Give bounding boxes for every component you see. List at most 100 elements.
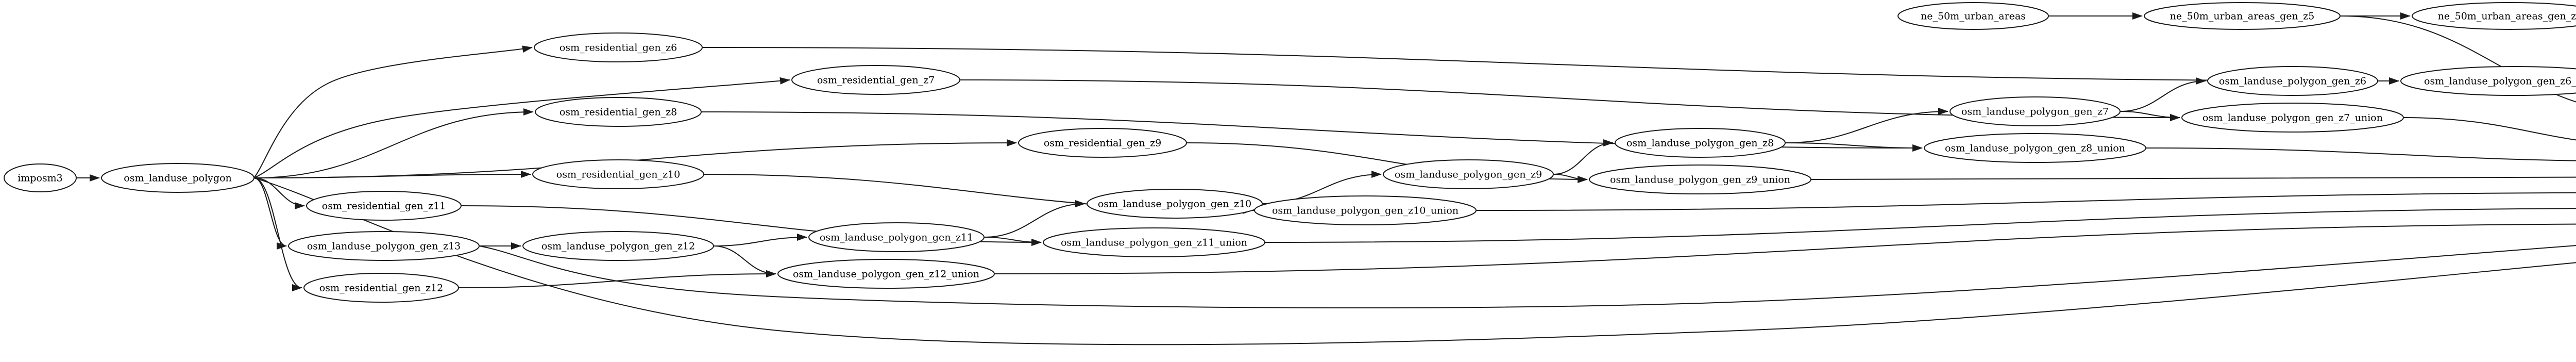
node-osm_landuse_polygon_gen_z6: osm_landuse_polygon_gen_z6 — [2207, 66, 2378, 96]
edge-osm_landuse_polygon_gen_z10_union-to-layer_landuse-z10 — [1476, 192, 2576, 211]
node-label: ne_50m_urban_areas_gen_z5 — [2170, 11, 2315, 22]
edge-osm_landuse_polygon_gen_z8_union-to-layer_landuse-z8 — [2145, 147, 2576, 161]
table-ellipse — [1589, 164, 1811, 194]
edge-osm_landuse_polygon_gen_z12-to-osm_landuse_polygon_gen_z12_union — [713, 245, 776, 277]
node-label: osm_landuse_polygon_gen_z12_union — [793, 269, 979, 280]
table-ellipse — [288, 231, 480, 261]
node-osm_landuse_polygon_gen_z7_union: osm_landuse_polygon_gen_z7_union — [2181, 103, 2404, 133]
table-ellipse — [522, 231, 714, 261]
node-label: osm_landuse_polygon_gen_z13 — [307, 241, 461, 252]
node-osm_landuse_polygon_gen_z10: osm_landuse_polygon_gen_z10 — [1087, 189, 1263, 219]
node-label: osm_residential_gen_z7 — [817, 75, 935, 86]
node-ne_50m_urban_areas: ne_50m_urban_areas — [1897, 2, 2049, 30]
table-ellipse — [2412, 2, 2576, 30]
node-label: imposm3 — [18, 173, 63, 184]
node-osm_landuse_polygon_gen_z10_union: osm_landuse_polygon_gen_z10_union — [1254, 195, 1477, 225]
edge-osm_landuse_polygon_gen_z11_union-to-layer_landuse-z11 — [1264, 208, 2576, 243]
node-label: osm_landuse_polygon_gen_z11_union — [1061, 237, 1247, 249]
edge-osm_landuse_polygon_gen_z11-to-osm_landuse_polygon_gen_z10 — [984, 200, 1086, 238]
node-osm_landuse_polygon_gen_z9_union: osm_landuse_polygon_gen_z9_union — [1589, 164, 1811, 194]
node-label: osm_landuse_polygon_gen_z10_union — [1272, 205, 1459, 217]
table-ellipse — [1383, 159, 1554, 189]
node-osm_residential_gen_z7: osm_residential_gen_z7 — [791, 65, 960, 95]
edge-osm_landuse_polygon_gen_z12_union-to-layer_landuse-z12 — [994, 223, 2576, 274]
node-osm_landuse_polygon_gen_z13: osm_landuse_polygon_gen_z13 — [288, 231, 480, 261]
edge-osm_landuse_polygon_gen_z9-to-osm_landuse_polygon_gen_z8 — [1553, 139, 1614, 175]
table-ellipse — [1087, 189, 1263, 219]
table-ellipse — [1924, 133, 2146, 163]
node-label: osm_landuse_polygon_gen_z7_union — [2202, 112, 2383, 124]
node-label: osm_residential_gen_z6 — [560, 42, 677, 54]
node-label: osm_landuse_polygon_gen_z9_union — [1610, 174, 1790, 186]
edge-osm_residential_gen_z6-to-osm_landuse_polygon_gen_z6_union — [702, 47, 2399, 85]
table-ellipse — [303, 273, 459, 303]
edge-osm_residential_gen_z12-to-osm_landuse_polygon_gen_z12_union — [458, 270, 776, 288]
edge-osm_landuse_polygon-to-layer_landuse-z14+ — [253, 177, 2576, 345]
table-ellipse — [1018, 128, 1187, 158]
node-label: osm_landuse_polygon_gen_z10 — [1098, 199, 1251, 210]
node-label: ne_50m_urban_areas — [1921, 11, 2026, 22]
node-osm_residential_gen_z9: osm_residential_gen_z9 — [1018, 128, 1187, 158]
table-ellipse — [1254, 195, 1477, 225]
node-osm_landuse_polygon_gen_z8_union: osm_landuse_polygon_gen_z8_union — [1924, 133, 2146, 163]
node-osm_residential_gen_z8: osm_residential_gen_z8 — [535, 97, 702, 127]
node-osm_landuse_polygon_gen_z11_union: osm_landuse_polygon_gen_z11_union — [1043, 227, 1265, 257]
node-label: osm_landuse_polygon_gen_z6_union — [2424, 76, 2576, 87]
edge-osm_landuse_polygon_gen_z9_union-to-layer_landuse-z9 — [1810, 176, 2576, 180]
table-ellipse — [532, 159, 704, 189]
table-ellipse — [791, 65, 960, 95]
edge-ne_50m_urban_areas_gen_z5-to-layer_landuse-z5 — [2340, 15, 2576, 103]
edge-osm_landuse_polygon_gen_z7-to-osm_landuse_polygon_gen_z7_union — [2120, 111, 2180, 121]
node-label: osm_landuse_polygon_gen_z6 — [2219, 76, 2366, 87]
table-ellipse — [1950, 96, 2121, 126]
node-label: osm_residential_gen_z11 — [322, 201, 446, 212]
edge-osm_landuse_polygon_gen_z13-to-layer_landuse-z13 — [479, 245, 2576, 308]
node-osm_residential_gen_z10: osm_residential_gen_z10 — [532, 159, 704, 189]
node-imposm3: imposm3 — [4, 163, 77, 192]
table-ellipse — [777, 259, 995, 289]
table-ellipse — [2400, 66, 2576, 96]
node-osm_residential_gen_z12: osm_residential_gen_z12 — [303, 273, 459, 303]
node-osm_landuse_polygon_gen_z12_union: osm_landuse_polygon_gen_z12_union — [777, 259, 995, 289]
table-ellipse — [2181, 103, 2404, 133]
node-ne_50m_urban_areas_gen_z4: ne_50m_urban_areas_gen_z4 — [2412, 2, 2576, 30]
table-ellipse — [2207, 66, 2378, 96]
node-label: osm_residential_gen_z10 — [556, 169, 680, 180]
edges-layer — [76, 12, 2576, 345]
table-ellipse — [306, 191, 462, 221]
edge-osm_landuse_polygon_gen_z8-to-osm_landuse_polygon_gen_z7 — [1785, 108, 1948, 143]
table-ellipse — [1615, 128, 1786, 158]
edge-osm_landuse_polygon-to-osm_landuse_polygon_gen_z13 — [253, 177, 287, 250]
node-osm_landuse_polygon_gen_z12: osm_landuse_polygon_gen_z12 — [522, 231, 714, 261]
node-osm_residential_gen_z11: osm_residential_gen_z11 — [306, 191, 462, 221]
table-ellipse — [534, 32, 703, 62]
table-ellipse — [808, 222, 985, 252]
table-ellipse — [101, 163, 255, 193]
node-osm_landuse_polygon: osm_landuse_polygon — [101, 163, 255, 193]
table-ellipse — [4, 163, 77, 192]
table-ellipse — [535, 97, 702, 127]
table-ellipse — [1043, 227, 1265, 257]
edge-osm_landuse_polygon_gen_z7_union-to-layer_landuse-z7 — [2403, 117, 2576, 141]
node-osm_landuse_polygon_gen_z7: osm_landuse_polygon_gen_z7 — [1950, 96, 2121, 126]
table-ellipse — [1897, 2, 2049, 30]
edge-osm_landuse_polygon_gen_z12-to-osm_landuse_polygon_gen_z11 — [713, 234, 807, 246]
node-label: osm_residential_gen_z12 — [319, 283, 443, 294]
table-ellipse — [2144, 2, 2341, 30]
edge-osm_landuse_polygon-to-osm_residential_gen_z7 — [253, 77, 790, 178]
node-label: osm_landuse_polygon_gen_z12 — [541, 241, 695, 252]
node-osm_landuse_polygon_gen_z11: osm_landuse_polygon_gen_z11 — [808, 222, 985, 252]
node-osm_landuse_polygon_gen_z9: osm_landuse_polygon_gen_z9 — [1383, 159, 1554, 189]
node-label: osm_landuse_polygon_gen_z11 — [820, 232, 973, 243]
node-label: osm_residential_gen_z9 — [1044, 138, 1161, 149]
node-label: osm_landuse_polygon_gen_z7 — [1961, 106, 2109, 118]
edge-osm_landuse_polygon-to-osm_residential_gen_z12 — [253, 177, 302, 291]
node-label: osm_landuse_polygon_gen_z8 — [1626, 138, 1774, 149]
node-label: osm_landuse_polygon_gen_z9 — [1395, 169, 1542, 180]
node-label: osm_landuse_polygon_gen_z8_union — [1945, 143, 2125, 154]
node-osm_residential_gen_z6: osm_residential_gen_z6 — [534, 32, 703, 62]
edge-osm_landuse_polygon-to-osm_residential_gen_z11 — [253, 177, 305, 209]
edge-osm_landuse_polygon-to-osm_residential_gen_z10 — [253, 171, 531, 178]
node-ne_50m_urban_areas_gen_z5: ne_50m_urban_areas_gen_z5 — [2144, 2, 2341, 30]
